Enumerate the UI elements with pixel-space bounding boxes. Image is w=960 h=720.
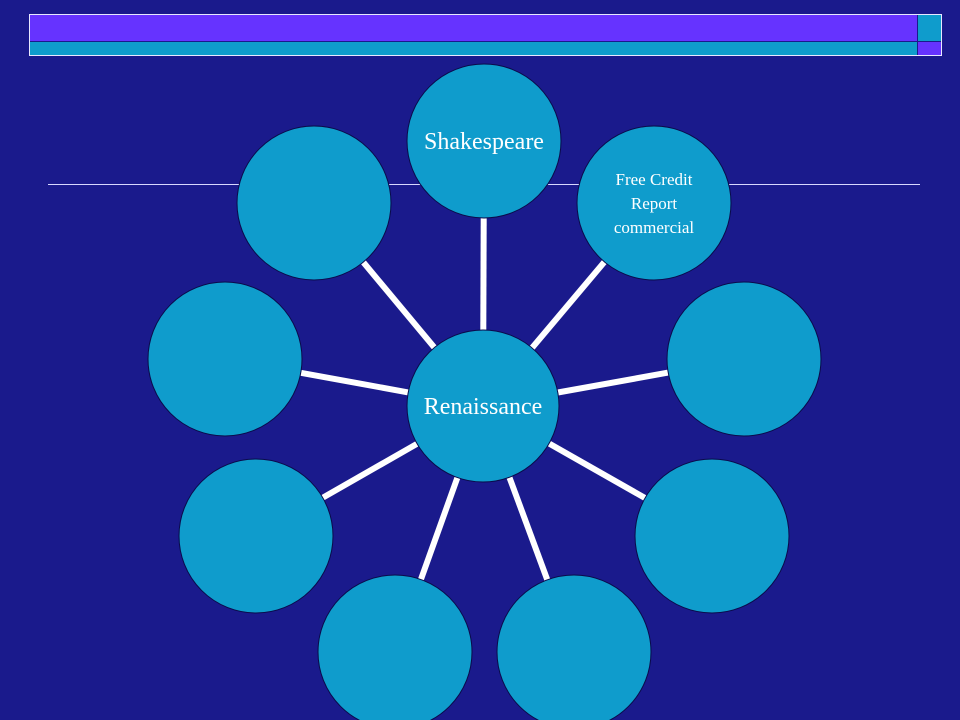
satellite-circle-4 bbox=[634, 458, 790, 614]
satellite-circle-5 bbox=[496, 574, 652, 720]
spoke-4 bbox=[547, 440, 647, 501]
satellite-node-7 bbox=[178, 458, 334, 614]
spoke-2 bbox=[529, 259, 607, 350]
satellite-node-8 bbox=[147, 281, 303, 437]
satellite-node-3 bbox=[666, 281, 822, 437]
satellite-label-1: Shakespeare bbox=[424, 129, 544, 155]
spoke-9 bbox=[360, 260, 437, 350]
satellite-circle-8 bbox=[147, 281, 303, 437]
satellite-label-2-line-2: Report bbox=[631, 194, 678, 213]
spoke-8 bbox=[300, 369, 409, 396]
header-square-purple bbox=[918, 42, 941, 55]
header-square-teal bbox=[918, 15, 941, 41]
satellite-label-2-line-3: commercial bbox=[614, 218, 695, 237]
satellite-circle-6 bbox=[317, 574, 473, 720]
satellite-node-9 bbox=[236, 125, 392, 281]
header-band-purple bbox=[30, 15, 917, 41]
center-node: Renaissance bbox=[406, 329, 560, 483]
satellite-circle-1 bbox=[406, 63, 562, 219]
satellite-circle-9 bbox=[236, 125, 392, 281]
spoke-5 bbox=[506, 476, 551, 581]
spoke-6 bbox=[418, 476, 461, 581]
spoke-7 bbox=[321, 441, 419, 501]
satellite-label-2-line-1: Free Credit bbox=[616, 170, 693, 189]
spoke-3 bbox=[557, 369, 669, 396]
satellite-circle-7 bbox=[178, 458, 334, 614]
satellite-node-6 bbox=[317, 574, 473, 720]
satellite-circle-2 bbox=[576, 125, 732, 281]
spokes bbox=[300, 217, 669, 581]
satellite-node-4 bbox=[634, 458, 790, 614]
header-band-teal bbox=[30, 42, 917, 55]
center-circle bbox=[406, 329, 560, 483]
center-label: Renaissance bbox=[424, 394, 543, 420]
satellite-circle-3 bbox=[666, 281, 822, 437]
header-decoration-bar bbox=[29, 14, 942, 56]
satellite-node-5 bbox=[496, 574, 652, 720]
satellite-node-1: Shakespeare bbox=[406, 63, 562, 219]
